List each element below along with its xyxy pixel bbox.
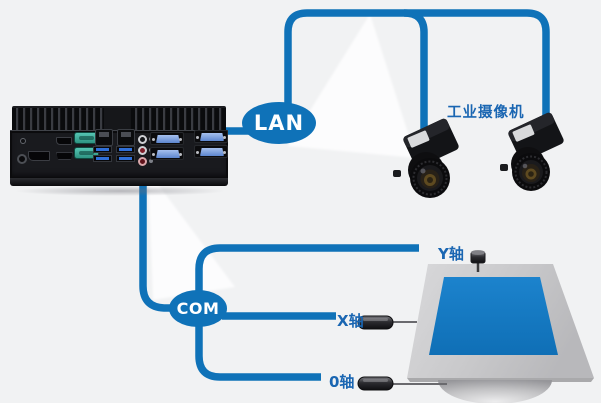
- hdmi-port-icon: [56, 152, 73, 160]
- db-serial-port-icon: [150, 147, 184, 160]
- usb3-port-icon: [93, 155, 112, 162]
- com-y-axis-line: [195, 244, 419, 296]
- lan-node-label: LAN: [253, 111, 305, 135]
- com-node: COM: [169, 290, 227, 327]
- zero-axis-label: 0轴: [329, 373, 355, 391]
- usb3-port-icon: [116, 155, 135, 162]
- power-button-icon: [20, 138, 26, 144]
- line-in-jack-icon: [138, 146, 147, 155]
- audio-jack-icon: [17, 154, 27, 164]
- camera2-focus-tab: [500, 164, 508, 171]
- platform-dome-base: [438, 380, 552, 403]
- pc-front-panel: [10, 129, 228, 179]
- pc-com-line: [139, 174, 178, 312]
- com-node-label: COM: [176, 299, 220, 318]
- platform-blue-top: [429, 277, 558, 355]
- db-serial-port-icon: [194, 130, 228, 143]
- pc-heatsink-center-block: [104, 108, 130, 130]
- camera1-focus-tab: [393, 170, 401, 177]
- mic-jack-icon: [138, 157, 147, 166]
- pc-case-bottom: [10, 178, 228, 186]
- pc-shadow: [14, 186, 226, 196]
- db-serial-port-icon: [194, 145, 228, 158]
- audio-glyph-icon: [149, 159, 153, 163]
- lan-node: LAN: [242, 102, 316, 144]
- displayport-port-icon: [56, 137, 72, 145]
- usb3-port-icon: [93, 146, 112, 153]
- lan-rj45-port-icon: [95, 129, 113, 146]
- zero-axis-motor: [357, 376, 394, 391]
- x-axis-motor: [357, 315, 394, 330]
- serial-com-port-icon: [74, 147, 99, 159]
- usb3-port-icon: [116, 146, 135, 153]
- y-axis-knob: [470, 250, 486, 264]
- light-beam-lan: [288, 14, 416, 158]
- motion-platform: [407, 264, 594, 403]
- camera-label: 工业摄像机: [447, 105, 525, 121]
- industrial-camera-2: [500, 112, 564, 191]
- line-out-jack-icon: [138, 135, 147, 144]
- y-axis-label: Y轴: [438, 245, 464, 263]
- displayport-port-icon: [28, 151, 50, 161]
- industrial-camera-1: [393, 118, 459, 198]
- lan-camera1-branch-line: [403, 9, 428, 130]
- lan-rj45-port-icon: [117, 129, 135, 146]
- x-axis-label: X轴: [337, 312, 364, 330]
- industrial-pc: [10, 104, 228, 196]
- light-beam-com: [148, 171, 235, 300]
- com-zero-axis-line: [195, 322, 321, 381]
- db-serial-port-icon: [150, 132, 184, 145]
